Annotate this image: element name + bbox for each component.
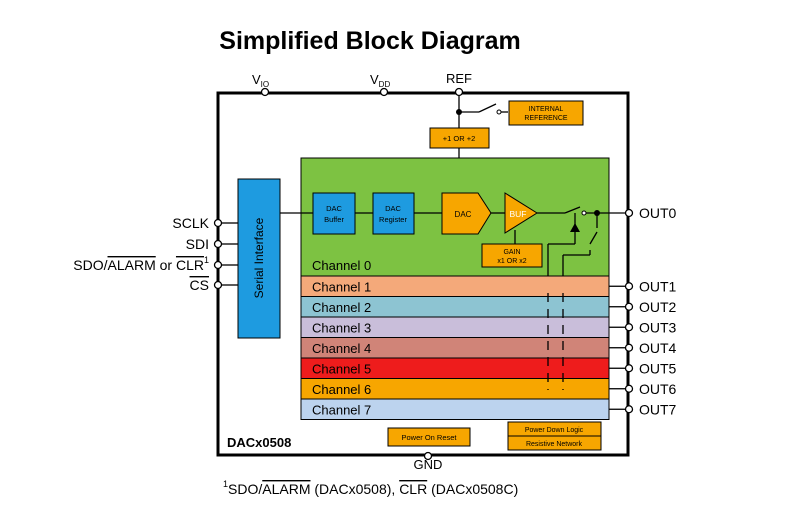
footnote: 1SDO/ALARM (DACx0508), CLR (DACx0508C) — [223, 479, 518, 497]
output-buffer-amp: BUF — [504, 192, 538, 234]
channel-6-label: Channel 6 — [312, 382, 371, 397]
channel-0-label: Channel 0 — [312, 258, 371, 273]
svg-text:Power On Reset: Power On Reset — [401, 433, 457, 442]
out2-label: OUT2 — [639, 299, 677, 315]
sdi-pin-label: SDI — [186, 236, 209, 252]
internal-reference-block: INTERNAL REFERENCE — [508, 100, 584, 126]
channel-control-dashes — [547, 293, 564, 390]
out1-label: OUT1 — [639, 278, 677, 294]
out1-pin — [624, 282, 634, 291]
svg-text:GAIN: GAIN — [503, 249, 520, 256]
svg-text:REFERENCE: REFERENCE — [524, 115, 568, 122]
out5-label: OUT5 — [639, 360, 677, 376]
dac-block: DAC — [441, 192, 492, 235]
cs-pin-label: CS — [190, 277, 209, 293]
switch-arrow-icon — [570, 223, 580, 232]
ref-switch-contact — [496, 109, 502, 115]
ref-pin: REF — [446, 71, 472, 97]
out7-label: OUT7 — [639, 401, 677, 417]
svg-text:INTERNAL: INTERNAL — [529, 106, 564, 113]
out6-pin — [624, 384, 634, 393]
channel-4-label: Channel 4 — [312, 341, 371, 356]
left-pin-wires — [222, 222, 238, 286]
chip-name: DACx0508 — [227, 435, 291, 450]
sclk-pin-label: SCLK — [172, 215, 209, 231]
out0-pin — [624, 208, 634, 218]
serial-interface-block: Serial Interface — [237, 178, 281, 339]
resistive-network-block: Resistive Network — [507, 435, 602, 451]
ref-junction-dot — [456, 109, 462, 115]
svg-text:BUF: BUF — [510, 209, 527, 219]
out2-pin — [624, 302, 634, 311]
svg-text:Serial Interface: Serial Interface — [252, 217, 266, 298]
channel-5-label: Channel 5 — [312, 361, 371, 376]
vio-pin: VIO — [252, 72, 270, 97]
channel-7-label: Channel 7 — [312, 402, 371, 417]
svg-text:Buffer: Buffer — [324, 215, 344, 224]
gain-block: GAIN x1 OR x2 — [481, 243, 543, 268]
channel-3-label: Channel 3 — [312, 320, 371, 335]
svg-text:Resistive Network: Resistive Network — [526, 441, 583, 448]
svg-text:VDD: VDD — [370, 72, 390, 89]
out5-pin — [624, 364, 634, 373]
out3-label: OUT3 — [639, 319, 677, 335]
svg-text:+1 OR +2: +1 OR +2 — [443, 134, 476, 143]
out-junction-dot — [594, 210, 600, 216]
channel-bars: Channel 1 Channel 2 Channel 3 Channel 4 Chan… — [300, 275, 610, 420]
power-down-logic-block: Power Down Logic — [507, 421, 602, 437]
signal-chain-wires — [280, 212, 565, 244]
left-pin-circles — [213, 218, 223, 290]
svg-text:x1 OR x2: x1 OR x2 — [497, 258, 526, 265]
out7-pin — [624, 405, 634, 414]
out0-label: OUT0 — [639, 205, 677, 221]
dac-register-block: DAC Register — [372, 192, 415, 235]
power-on-reset-block: Power On Reset — [387, 427, 471, 447]
gnd-pin: GND — [414, 451, 443, 472]
reference-divider-block: +1 OR +2 — [429, 127, 490, 149]
dac-buffer-block: DAC Buffer — [312, 192, 356, 235]
channel-2-label: Channel 2 — [312, 300, 371, 315]
svg-text:DAC: DAC — [455, 210, 472, 219]
svg-text:VIO: VIO — [252, 72, 269, 89]
sdo-pin-label: SDO/ALARM or CLR1 — [73, 255, 209, 273]
svg-text:Register: Register — [379, 215, 407, 224]
vdd-pin: VDD — [370, 72, 390, 97]
out4-pin — [624, 343, 634, 352]
svg-text:DAC: DAC — [326, 204, 342, 213]
out3-pin — [624, 323, 634, 332]
svg-text:Power Down Logic: Power Down Logic — [525, 427, 584, 434]
out6-label: OUT6 — [639, 381, 677, 397]
channel-1-label: Channel 1 — [312, 279, 371, 294]
svg-text:DAC: DAC — [385, 204, 401, 213]
out4-label: OUT4 — [639, 340, 677, 356]
svg-text:GND: GND — [414, 457, 443, 472]
diagram-title: Simplified Block Diagram — [219, 27, 520, 55]
svg-text:REF: REF — [446, 71, 472, 86]
out-switch-contact — [581, 210, 587, 216]
